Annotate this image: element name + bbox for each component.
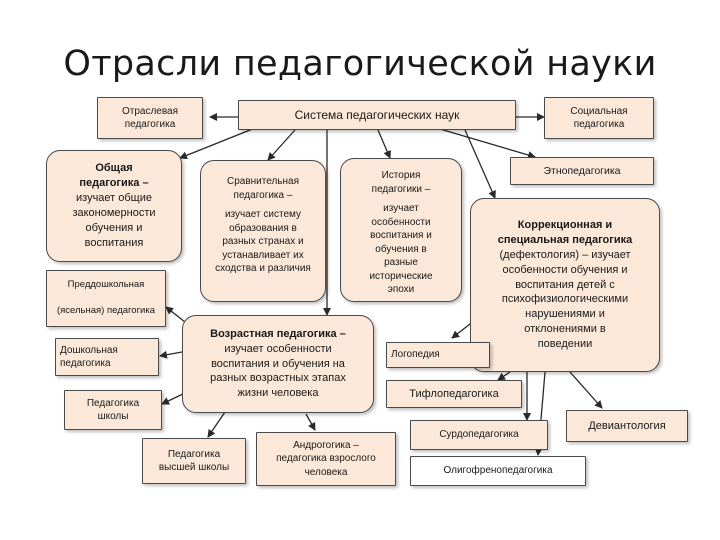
edge-vozr-andro	[305, 413, 316, 431]
edge-system-istoriya	[377, 129, 391, 159]
node-socialnaya: Социальная педагогика	[544, 97, 654, 139]
node-vysshey: Педагогика высшей школы	[142, 438, 246, 484]
edge-system-korr	[464, 129, 496, 199]
node-doshk: Дошкольная педагогика	[55, 338, 159, 376]
edge-vozr-vysshey	[207, 411, 226, 438]
edge-vozr-doshk	[159, 350, 183, 359]
edge-korr-tiflo	[497, 371, 511, 381]
node-shkoly: Педагогика школы	[64, 390, 162, 430]
node-tiflo: Тифлопедагогика	[386, 380, 522, 408]
node-obshaya: Общая педагогика – изучает общие законом…	[46, 150, 182, 262]
node-korr: Коррекционная и специальная педагогика (…	[470, 198, 660, 372]
node-istoriya: История педагогики – изучает особенности…	[340, 158, 462, 302]
node-oligo: Олигофренопедагогика	[410, 456, 586, 486]
edge-system-obshaya	[179, 127, 256, 160]
node-etno: Этнопедагогика	[510, 157, 654, 185]
edge-system-etno	[439, 128, 536, 159]
node-preddoshk: Преддошкольная (ясельная) педагогика	[46, 270, 166, 327]
page-title: Отрасли педагогической науки	[63, 44, 657, 84]
node-otraslevaya: Отраслевая педагогика	[97, 97, 203, 139]
node-sistema: Система педагогических наук	[238, 100, 516, 130]
node-logopediya: Логопедия	[386, 342, 490, 368]
node-surdo: Сурдопедагогика	[410, 420, 548, 450]
node-vozr: Возрастная педагогика – изучает особенно…	[182, 315, 374, 413]
edge-system-sravn	[267, 129, 296, 161]
node-deviant: Девиантология	[566, 410, 688, 442]
node-andro: Андрогогика – педагогика взрослого челов…	[256, 432, 396, 486]
node-sravnitelnaya: Сравнительная педагогика – изучает систе…	[200, 160, 326, 302]
edge-korr-deviant	[569, 371, 603, 409]
